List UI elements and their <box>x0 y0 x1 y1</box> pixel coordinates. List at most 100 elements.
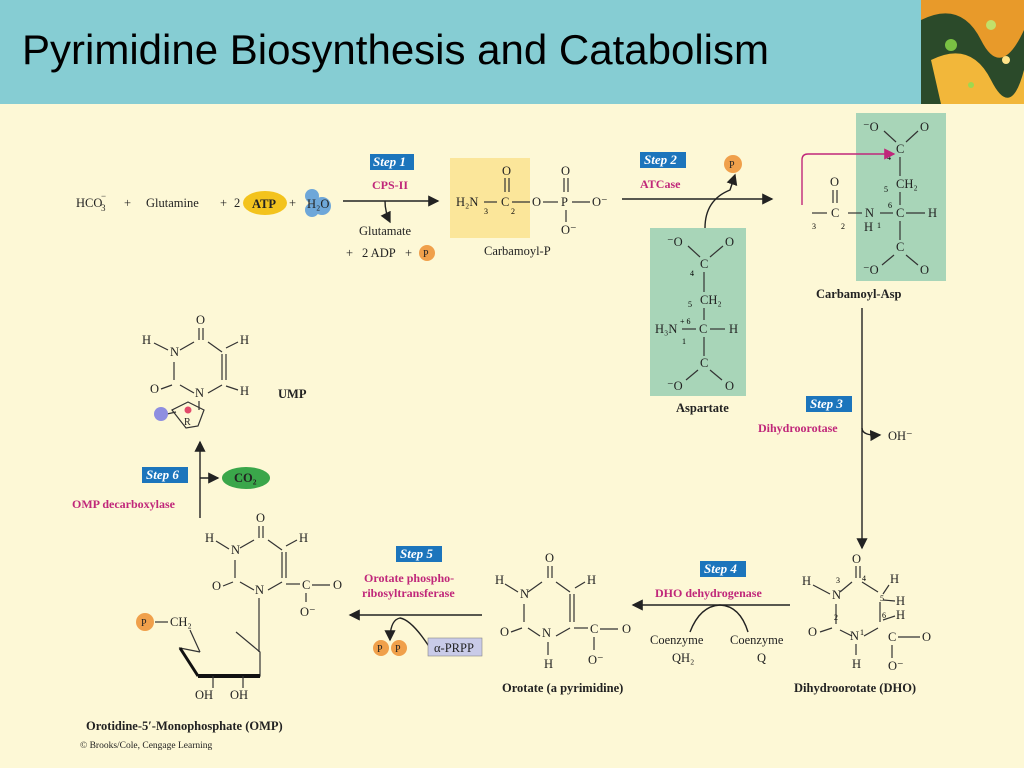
cps-ii-label: CPS-II <box>372 178 408 192</box>
svg-text:O: O <box>922 630 931 644</box>
svg-text:H: H <box>896 594 905 608</box>
oprt-label-line1: Orotate phospho- <box>364 571 454 585</box>
carbamoyl-asp-label: Carbamoyl-Asp <box>816 287 901 301</box>
aspartate-highlight <box>650 228 746 396</box>
carbamoyl-p-highlight <box>450 158 530 238</box>
svg-text:P: P <box>423 249 429 260</box>
carbamoyl-asp-highlight <box>856 113 946 281</box>
svg-text:O⁻: O⁻ <box>888 659 904 673</box>
dho-label: Dihydroorotate (DHO) <box>794 681 916 695</box>
svg-text:H: H <box>205 531 214 545</box>
svg-text:5: 5 <box>884 185 888 194</box>
omp-label: Orotidine-5′-Monophosphate (OMP) <box>86 719 283 733</box>
plus-sign: + <box>289 196 296 210</box>
svg-text:H: H <box>240 384 249 398</box>
svg-text:H₃N: H₃N <box>655 322 677 336</box>
svg-text:P: P <box>729 160 735 171</box>
svg-text:5: 5 <box>688 300 692 309</box>
step3-label: Step 3 <box>810 396 843 411</box>
svg-text:O: O <box>256 511 265 525</box>
atcase-label: ATCase <box>640 177 681 191</box>
step1-label: Step 1 <box>373 154 406 169</box>
plus-sign: + <box>405 246 412 260</box>
step1-reactants: HCO 3 − + Glutamine + 2 ATP + H₂O <box>76 189 331 217</box>
svg-text:1: 1 <box>682 337 686 346</box>
svg-text:OH: OH <box>195 688 213 702</box>
svg-text:−: − <box>101 191 106 201</box>
svg-text:O: O <box>852 552 861 566</box>
svg-text:⁻O: ⁻O <box>667 235 683 249</box>
svg-text:3: 3 <box>836 576 840 585</box>
prpp-label: α-PRPP <box>434 641 474 655</box>
svg-text:C: C <box>888 630 896 644</box>
plus-sign: + <box>220 196 227 210</box>
svg-text:+ 6: + 6 <box>680 317 691 326</box>
svg-text:C: C <box>700 257 708 271</box>
coenzyme-q-label: Coenzyme <box>730 633 784 647</box>
step4-badge <box>700 561 746 577</box>
svg-text:2: 2 <box>841 222 845 231</box>
qh2-label: QH₂ <box>672 651 694 665</box>
svg-text:C: C <box>896 206 904 220</box>
co2-badge <box>222 467 270 489</box>
svg-text:H: H <box>852 657 861 671</box>
svg-text:H: H <box>495 573 504 587</box>
svg-text:O⁻: O⁻ <box>592 195 608 209</box>
svg-text:C: C <box>831 206 839 220</box>
svg-text:H: H <box>928 206 937 220</box>
svg-text:⁻O: ⁻O <box>863 120 879 134</box>
svg-text:C: C <box>700 356 708 370</box>
carbamoyl-p-label: Carbamoyl-P <box>484 244 551 258</box>
svg-text:O: O <box>502 164 511 178</box>
svg-text:CH₂: CH₂ <box>700 293 722 307</box>
svg-text:H: H <box>544 657 553 671</box>
step6-label: Step 6 <box>146 467 179 482</box>
svg-text:4: 4 <box>690 269 694 278</box>
svg-text:H₂N: H₂N <box>456 195 478 209</box>
phosphate-icon <box>419 245 435 261</box>
q-label: Q <box>757 651 766 665</box>
svg-text:N: N <box>231 543 240 557</box>
svg-text:O: O <box>333 578 342 592</box>
svg-text:O: O <box>545 551 554 565</box>
svg-text:N: N <box>832 588 841 602</box>
svg-text:O: O <box>212 579 221 593</box>
coenzyme-qh2-label: Coenzyme <box>650 633 704 647</box>
step3-badge <box>806 396 852 412</box>
slide-header: Pyrimidine Biosynthesis and Catabolism <box>0 0 1024 104</box>
svg-text:O: O <box>920 263 929 277</box>
h2o-label: H₂O <box>307 197 329 211</box>
svg-text:H: H <box>896 608 905 622</box>
prpp-box <box>427 637 483 657</box>
atp-badge <box>243 191 287 215</box>
svg-text:⁻O: ⁻O <box>667 379 683 393</box>
svg-text:2: 2 <box>511 207 515 216</box>
svg-text:H: H <box>299 531 308 545</box>
svg-text:C: C <box>501 195 509 209</box>
svg-text:P: P <box>395 644 401 655</box>
svg-text:H: H <box>587 573 596 587</box>
svg-text:O⁻: O⁻ <box>588 653 604 667</box>
svg-text:N: N <box>255 583 264 597</box>
co2-label: CO₂ <box>234 471 257 485</box>
ump-label: UMP <box>278 387 307 401</box>
svg-text:C: C <box>590 622 598 636</box>
svg-text:H: H <box>890 572 899 586</box>
svg-text:O: O <box>622 622 631 636</box>
step4-label: Step 4 <box>704 561 737 576</box>
svg-text:3: 3 <box>812 222 816 231</box>
copyright-text: © Brooks/Cole, Cengage Learning <box>80 740 213 751</box>
svg-text:O: O <box>150 382 159 396</box>
step1-badge <box>370 154 414 170</box>
svg-text:CH₂: CH₂ <box>170 615 192 629</box>
phosphate-icon <box>391 640 407 656</box>
svg-text:P: P <box>561 195 568 209</box>
phosphate-icon <box>373 640 389 656</box>
glutamine-label: Glutamine <box>146 196 199 210</box>
dho-dehydrogenase-label: DHO dehydrogenase <box>655 586 762 600</box>
svg-text:O: O <box>920 120 929 134</box>
